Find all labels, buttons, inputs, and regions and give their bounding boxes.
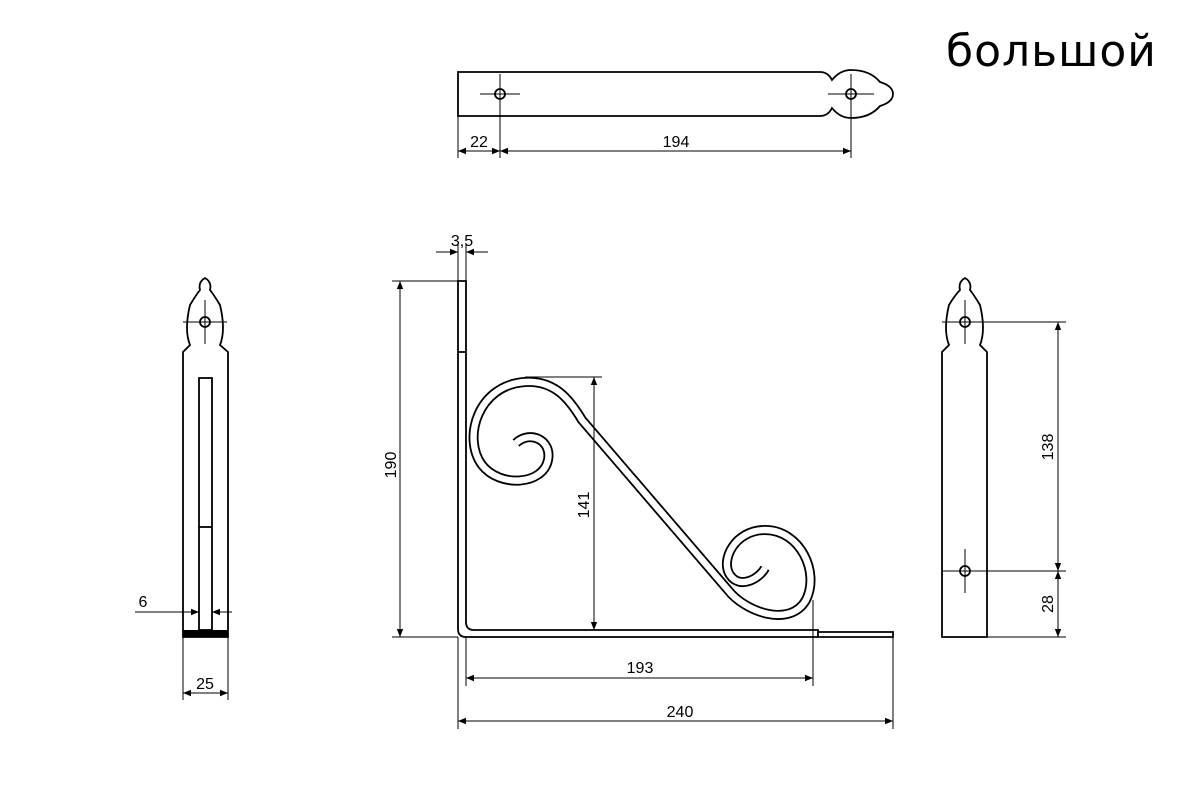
- left-side-view: 6 25: [135, 276, 232, 700]
- size-title: большой: [946, 26, 1157, 77]
- front-view: 3,5 190 141 193 240: [383, 233, 894, 729]
- dim-3-5: 3,5: [451, 233, 473, 250]
- dim-194: 194: [663, 134, 690, 151]
- dim-193: 193: [627, 660, 654, 677]
- scroll: [468, 376, 816, 620]
- right-side-view: 138 28: [941, 276, 1066, 638]
- dim-25: 25: [196, 676, 214, 693]
- dim-22: 22: [470, 134, 488, 151]
- dim-240: 240: [667, 704, 694, 721]
- dim-6: 6: [139, 594, 148, 611]
- top-view: 22 194: [457, 69, 894, 158]
- dim-190: 190: [383, 452, 400, 479]
- dim-141: 141: [576, 492, 593, 519]
- dim-138: 138: [1040, 434, 1057, 461]
- dim-28: 28: [1040, 595, 1057, 613]
